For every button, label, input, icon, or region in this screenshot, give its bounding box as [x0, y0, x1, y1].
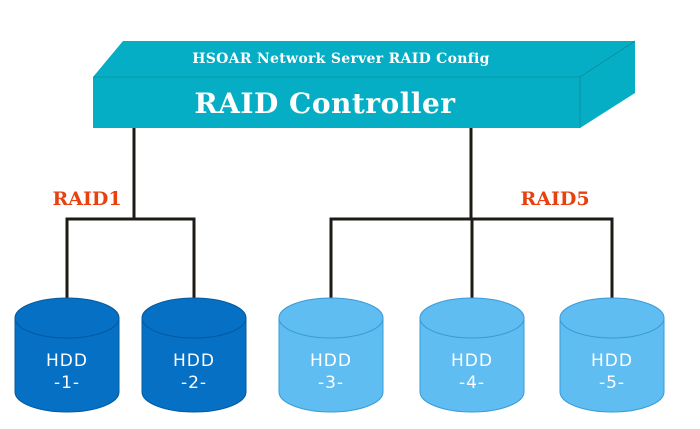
hdd-body	[14, 317, 120, 413]
hdd-4: HDD-4-	[419, 297, 525, 413]
hdd-name: HDD	[451, 351, 493, 371]
hdd-1: HDD-1-	[14, 297, 120, 413]
raid5-label: RAID5	[520, 188, 589, 210]
connectors	[65, 128, 628, 318]
raid-controller: HSOAR Network Server RAID Config RAID Co…	[93, 40, 636, 128]
hdd-body	[278, 317, 384, 413]
hdd-3: HDD-3-	[278, 297, 384, 413]
hdd-top	[419, 297, 525, 339]
hdd-name: HDD	[173, 351, 215, 371]
hdd-name: HDD	[310, 351, 352, 371]
hdd-top	[278, 297, 384, 339]
hdd-name: HDD	[591, 351, 633, 371]
hdd-body	[559, 317, 665, 413]
controller-top-face	[93, 41, 635, 77]
hdd-name: HDD	[46, 351, 88, 371]
hdd-index: -1-	[54, 373, 80, 393]
hdd-body	[419, 317, 525, 413]
disks: HDD-1-HDD-2-HDD-3-HDD-4-HDD-5-	[14, 297, 665, 413]
controller-subtitle: HSOAR Network Server RAID Config	[192, 51, 490, 67]
hdd-body	[141, 317, 247, 413]
hdd-top	[141, 297, 247, 339]
hdd-top	[14, 297, 120, 339]
raid1-label: RAID1	[52, 188, 121, 210]
controller-side-face	[580, 41, 635, 128]
hdd-index: -2-	[181, 373, 207, 393]
hdd-index: -4-	[459, 373, 485, 393]
hdd-index: -3-	[318, 373, 344, 393]
hdd-2: HDD-2-	[141, 297, 247, 413]
hdd-top	[559, 297, 665, 339]
controller-edge	[579, 40, 636, 78]
controller-front-face	[93, 77, 580, 128]
hdd-index: -5-	[599, 373, 625, 393]
hdd-5: HDD-5-	[559, 297, 665, 413]
controller-title: RAID Controller	[194, 87, 456, 120]
